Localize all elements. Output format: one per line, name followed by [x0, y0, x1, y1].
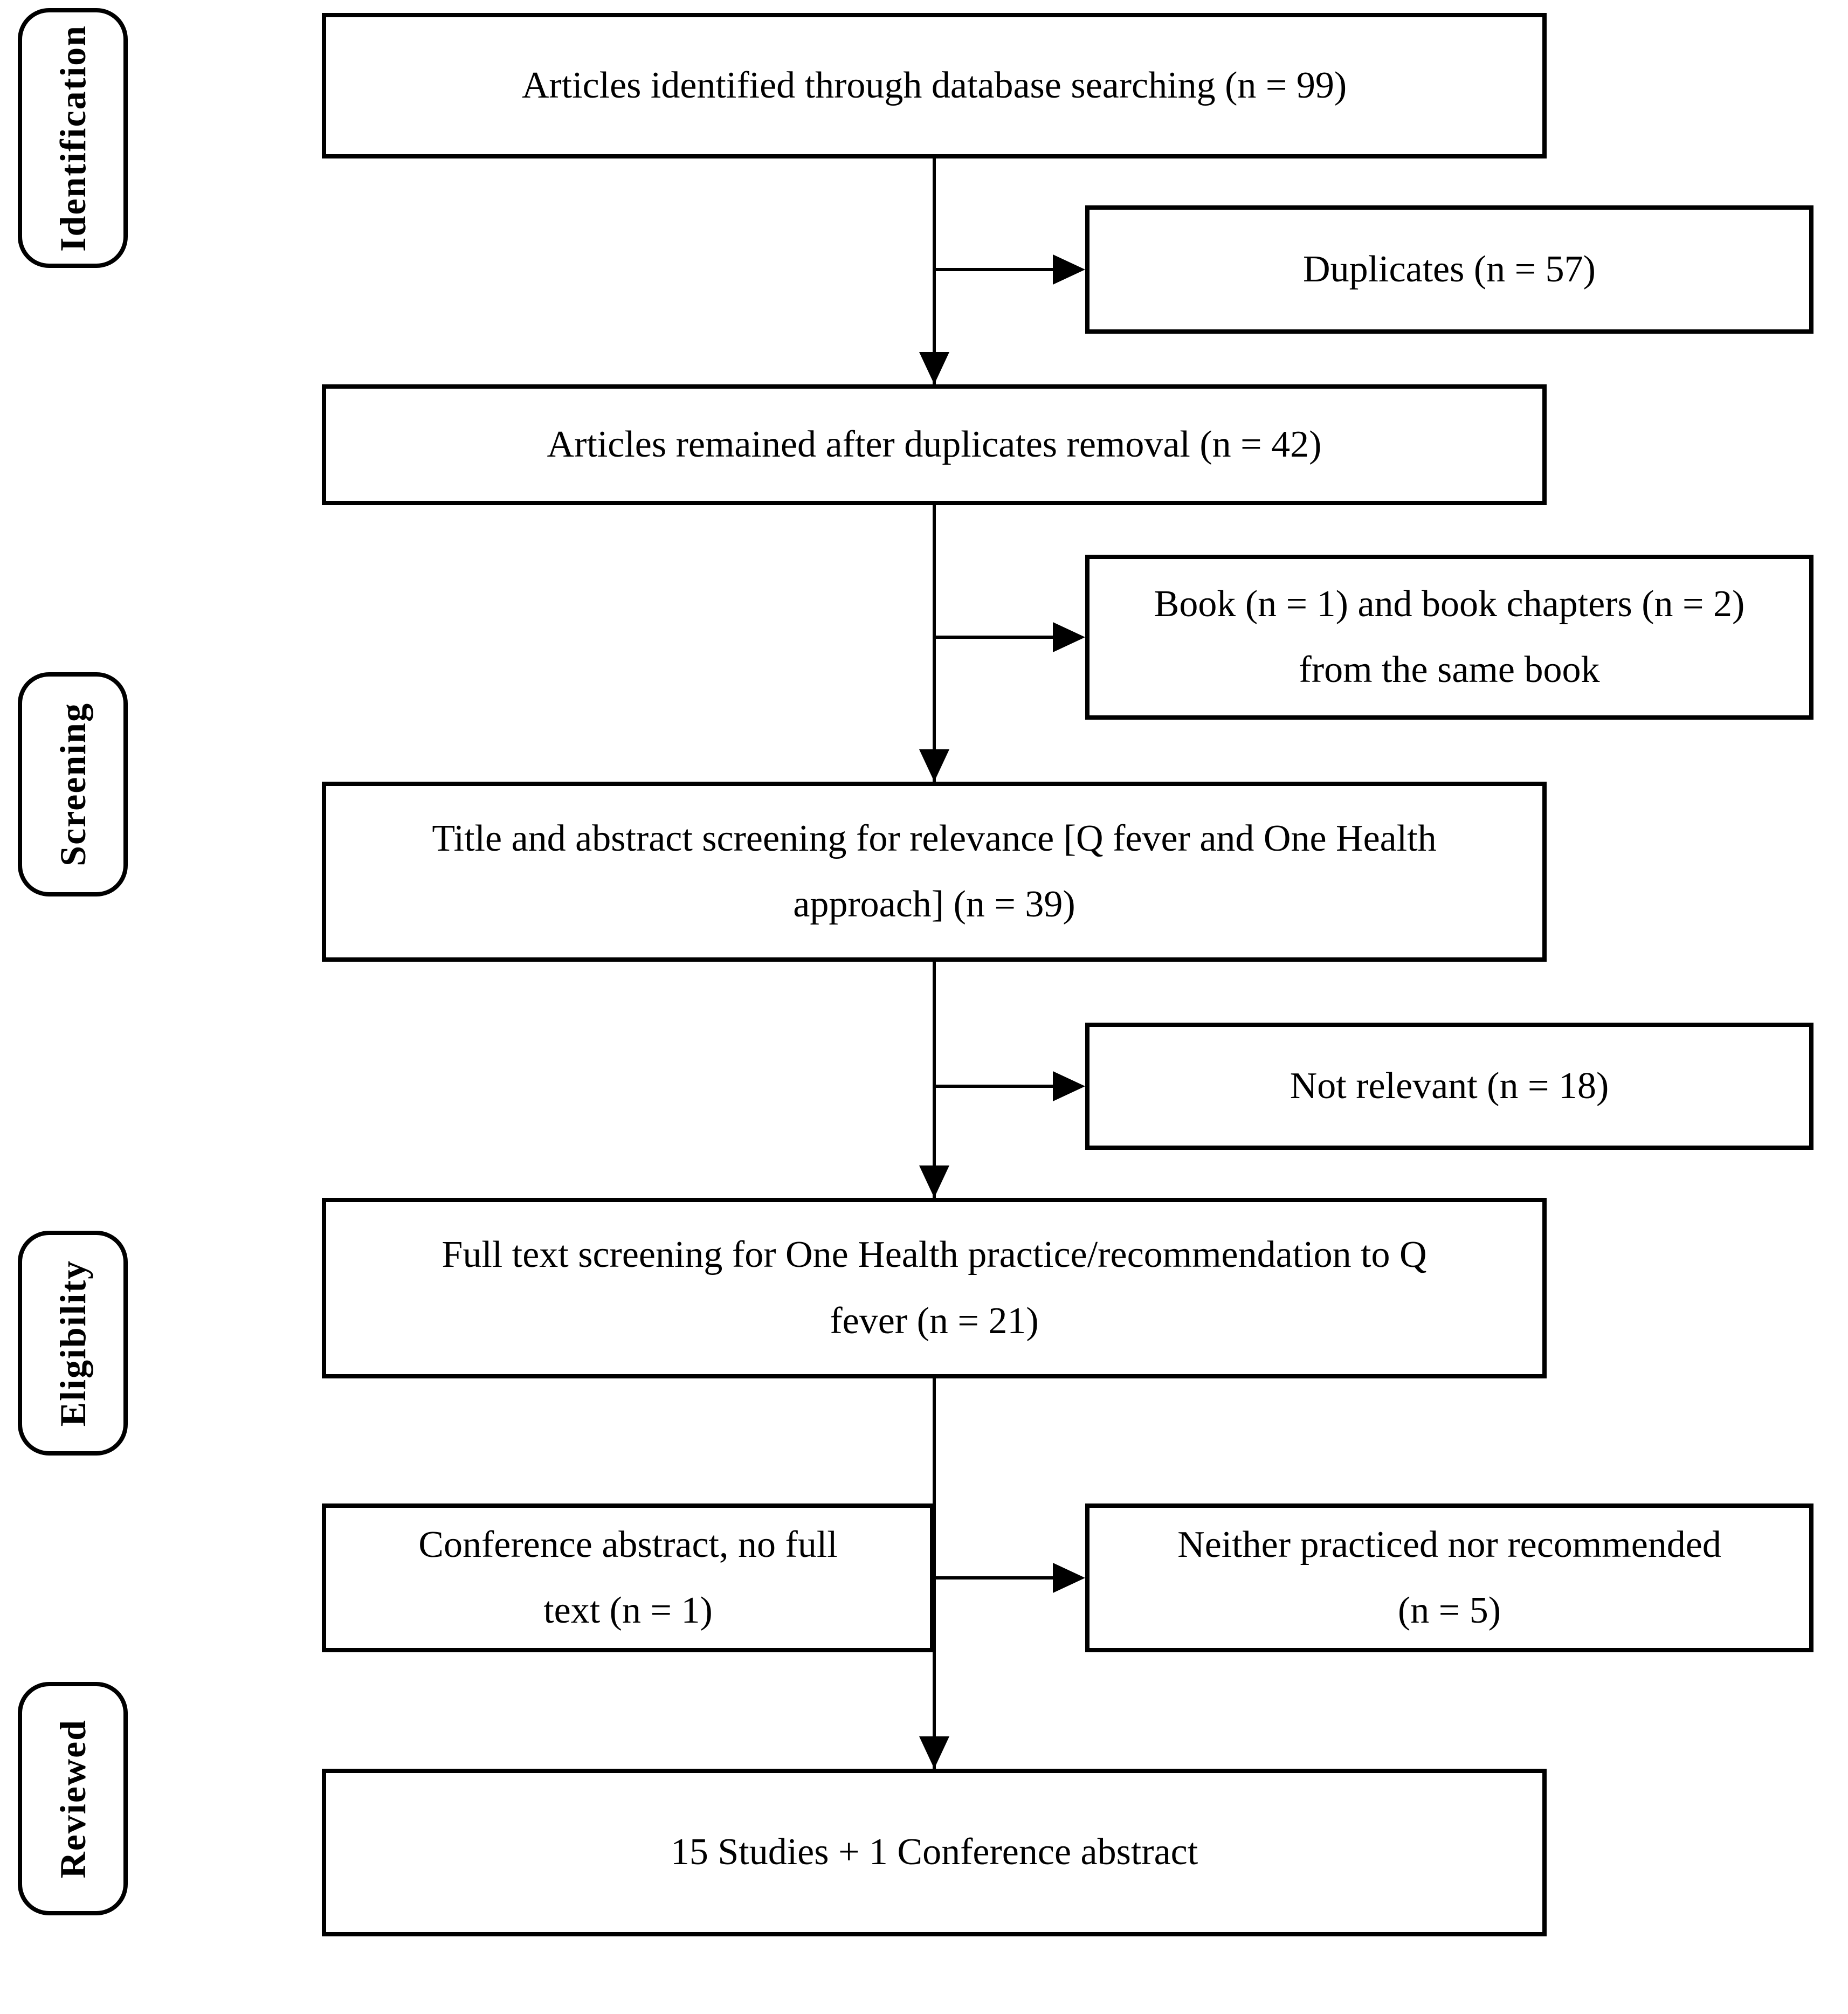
stage-label-reviewed: Reviewed — [52, 1719, 93, 1879]
node-text-line1: Title and abstract screening for relevan… — [432, 817, 1437, 859]
node-text-line2: text (n = 1) — [543, 1590, 713, 1631]
node-text: 15 Studies + 1 Conference abstract — [670, 1831, 1198, 1873]
connector-full-text-to-final — [933, 1378, 936, 1769]
node-text-line2: from the same book — [1299, 649, 1600, 691]
connector-remained-to-title-abstract — [933, 505, 936, 782]
node-text: Not relevant (n = 18) — [1290, 1065, 1609, 1107]
node-text-line1: Conference abstract, no full — [418, 1523, 838, 1565]
node-text: Articles remained after duplicates remov… — [547, 423, 1322, 465]
right-arrowhead-icon — [1053, 1071, 1085, 1101]
node-conference-abstract: Conference abstract, no full text (n = 1… — [322, 1503, 934, 1652]
branch-to-neither-practiced — [934, 1576, 1056, 1580]
stage-label-screening: Screening — [52, 702, 93, 866]
node-duplicates: Duplicates (n = 57) — [1085, 205, 1813, 334]
node-neither-practiced: Neither practiced nor recommended (n = 5… — [1085, 1503, 1813, 1652]
node-text-line2: approach] (n = 39) — [793, 884, 1075, 925]
stage-reviewed: Reviewed — [18, 1682, 128, 1915]
down-arrowhead-icon — [919, 1736, 949, 1769]
stage-label-identification: Identification — [52, 24, 93, 252]
node-title-abstract-screening: Title and abstract screening for relevan… — [322, 782, 1547, 962]
node-book-excluded: Book (n = 1) and book chapters (n = 2) f… — [1085, 555, 1813, 720]
connector-title-abstract-to-full-text — [933, 962, 936, 1198]
down-arrowhead-icon — [919, 1165, 949, 1198]
node-text-line1: Book (n = 1) and book chapters (n = 2) — [1154, 583, 1745, 625]
node-text: Duplicates (n = 57) — [1303, 248, 1596, 290]
connector-identified-to-remained — [933, 158, 936, 384]
node-text-line2: (n = 5) — [1397, 1590, 1501, 1631]
right-arrowhead-icon — [1053, 254, 1085, 285]
node-final-included: 15 Studies + 1 Conference abstract — [322, 1769, 1547, 1936]
right-arrowhead-icon — [1053, 622, 1085, 652]
node-articles-remained: Articles remained after duplicates remov… — [322, 384, 1547, 505]
stage-label-eligibility: Eligibility — [52, 1259, 93, 1427]
down-arrowhead-icon — [919, 352, 949, 384]
branch-to-book-excluded — [934, 636, 1056, 639]
node-full-text-screening: Full text screening for One Health pract… — [322, 1198, 1547, 1378]
stage-identification: Identification — [18, 8, 128, 268]
down-arrowhead-icon — [919, 749, 949, 782]
branch-to-duplicates — [934, 268, 1056, 271]
right-arrowhead-icon — [1053, 1563, 1085, 1593]
stage-eligibility: Eligibility — [18, 1231, 128, 1456]
node-text-line1: Neither practiced nor recommended — [1177, 1523, 1721, 1565]
node-articles-identified: Articles identified through database sea… — [322, 13, 1547, 158]
node-not-relevant: Not relevant (n = 18) — [1085, 1023, 1813, 1150]
node-text-line1: Full text screening for One Health pract… — [442, 1234, 1427, 1275]
node-text-line2: fever (n = 21) — [830, 1300, 1039, 1342]
node-text: Articles identified through database sea… — [521, 64, 1347, 106]
stage-screening: Screening — [18, 672, 128, 896]
branch-to-not-relevant — [934, 1085, 1056, 1088]
